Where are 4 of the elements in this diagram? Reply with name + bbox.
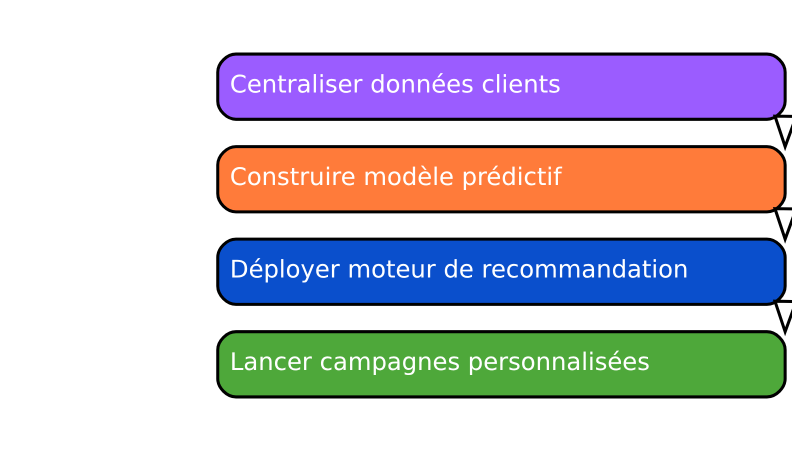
node-box: Lancer campagnes personnalisées xyxy=(216,330,787,398)
arrow xyxy=(772,206,792,244)
arrow xyxy=(772,299,792,336)
arrow xyxy=(772,114,792,151)
